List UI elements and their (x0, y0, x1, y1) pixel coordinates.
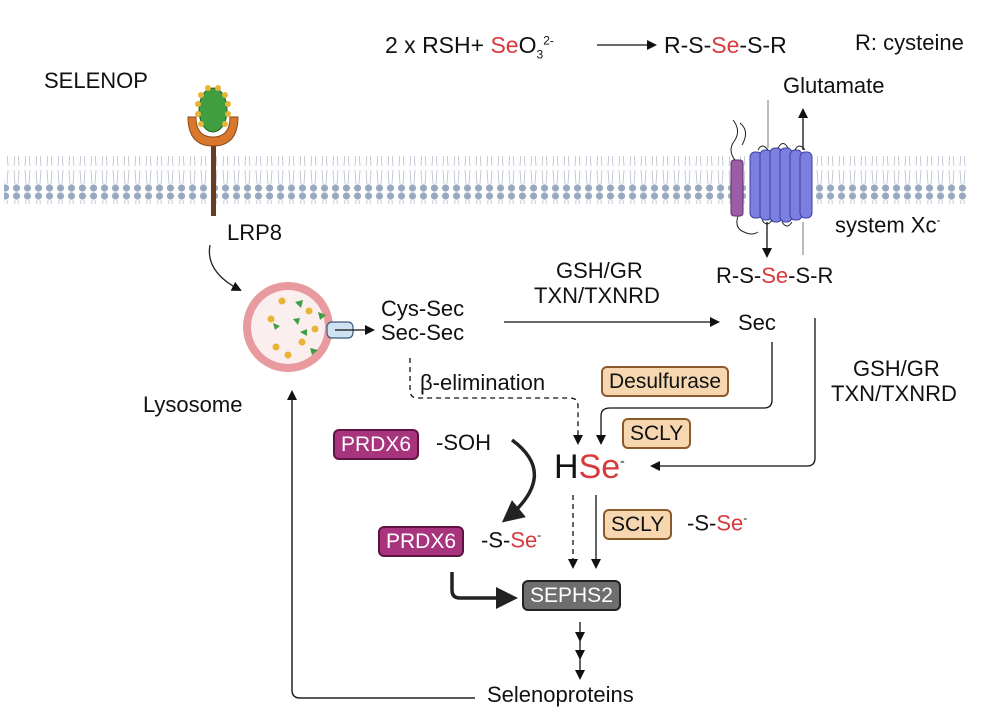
scly-se: Se (716, 510, 744, 536)
prdx6-charge: - (537, 528, 542, 542)
system-xc-label: system Xc- (835, 214, 940, 236)
prdx6-to-sephs2-arrow (450, 572, 518, 609)
sec-sec-label: Sec-Sec (381, 320, 465, 345)
prdx6-se: Se (510, 527, 538, 553)
scly-box-bottom: SCLY (603, 509, 673, 540)
lysosome-label: Lysosome (143, 392, 243, 417)
lrp8-receptor-icon (187, 116, 239, 216)
sephs2-box: SEPHS2 (522, 580, 621, 611)
selenoproteins-label: Selenoproteins (487, 682, 634, 707)
gsh-gr-top-label: GSH/GR (556, 258, 643, 283)
system-xc-transporter-icon (730, 119, 813, 235)
reactant-o: O (518, 32, 537, 58)
prdx6-box-bottom: PRDX6 (378, 526, 465, 557)
glutamate-label: Glutamate (783, 73, 885, 98)
scly-charge: - (743, 511, 748, 525)
hse-se: Se (578, 448, 621, 486)
cell-membrane (4, 156, 968, 204)
desulfurase-arrow (596, 342, 773, 445)
prdx6-s: -S- (481, 527, 511, 553)
rsser-se: Se (761, 263, 789, 288)
soh-label: -SOH (436, 430, 491, 455)
scly-s: -S- (687, 510, 717, 536)
reaction-product: R-S-Se-S-R (664, 34, 787, 57)
prdx6-selenide-label: -S-Se- (481, 529, 541, 551)
reactant-se: Se (490, 32, 519, 58)
rsser-left: R-S- (716, 263, 762, 288)
selenop-label: SELENOP (44, 68, 148, 93)
txn-right-label: TXN/TXNRD (831, 381, 957, 406)
gsh-gr-right-label: GSH/GR (853, 356, 940, 381)
selenop-protein-icon (195, 85, 231, 133)
hse-label: HSe- (554, 450, 625, 484)
rsser-intracellular: R-S-Se-S-R (716, 265, 833, 287)
beta-elimination-label: β-elimination (420, 370, 546, 395)
sec-label: Sec (738, 310, 776, 335)
beta-elimination-arrow (409, 358, 583, 445)
reactant-subscript: 3 (536, 47, 544, 62)
reactant-charge: 2- (543, 33, 554, 48)
prdx6-selenation-arrow (501, 438, 537, 523)
reduction-arrow-right (650, 318, 816, 471)
scly-box-top: SCLY (622, 418, 692, 449)
endocytosis-arrow (208, 244, 242, 291)
recycling-arrow (287, 390, 475, 699)
reaction-equation: 2 x RSH+ SeO32- (385, 34, 554, 61)
product-left: R-S- (664, 32, 712, 58)
cys-sec-label: Cys-Sec (381, 296, 465, 321)
product-right: -S-R (739, 32, 787, 58)
txn-top-label: TXN/TXNRD (534, 283, 660, 308)
hse-charge: - (620, 452, 625, 469)
desulfurase-box: Desulfurase (601, 366, 730, 397)
lrp8-label: LRP8 (227, 220, 283, 245)
reactant-rsh: 2 x RSH+ (385, 32, 491, 58)
r-legend: R: cysteine (855, 30, 964, 55)
system-xc-text: system Xc (835, 212, 937, 238)
prdx6-box-top: PRDX6 (333, 429, 420, 460)
rsser-right: -S-R (788, 263, 834, 288)
product-se: Se (711, 32, 740, 58)
hse-h: H (554, 448, 579, 486)
lysosome-icon (243, 282, 354, 372)
scly-selenide-label: -S-Se- (687, 512, 747, 534)
system-xc-charge: - (936, 213, 941, 227)
